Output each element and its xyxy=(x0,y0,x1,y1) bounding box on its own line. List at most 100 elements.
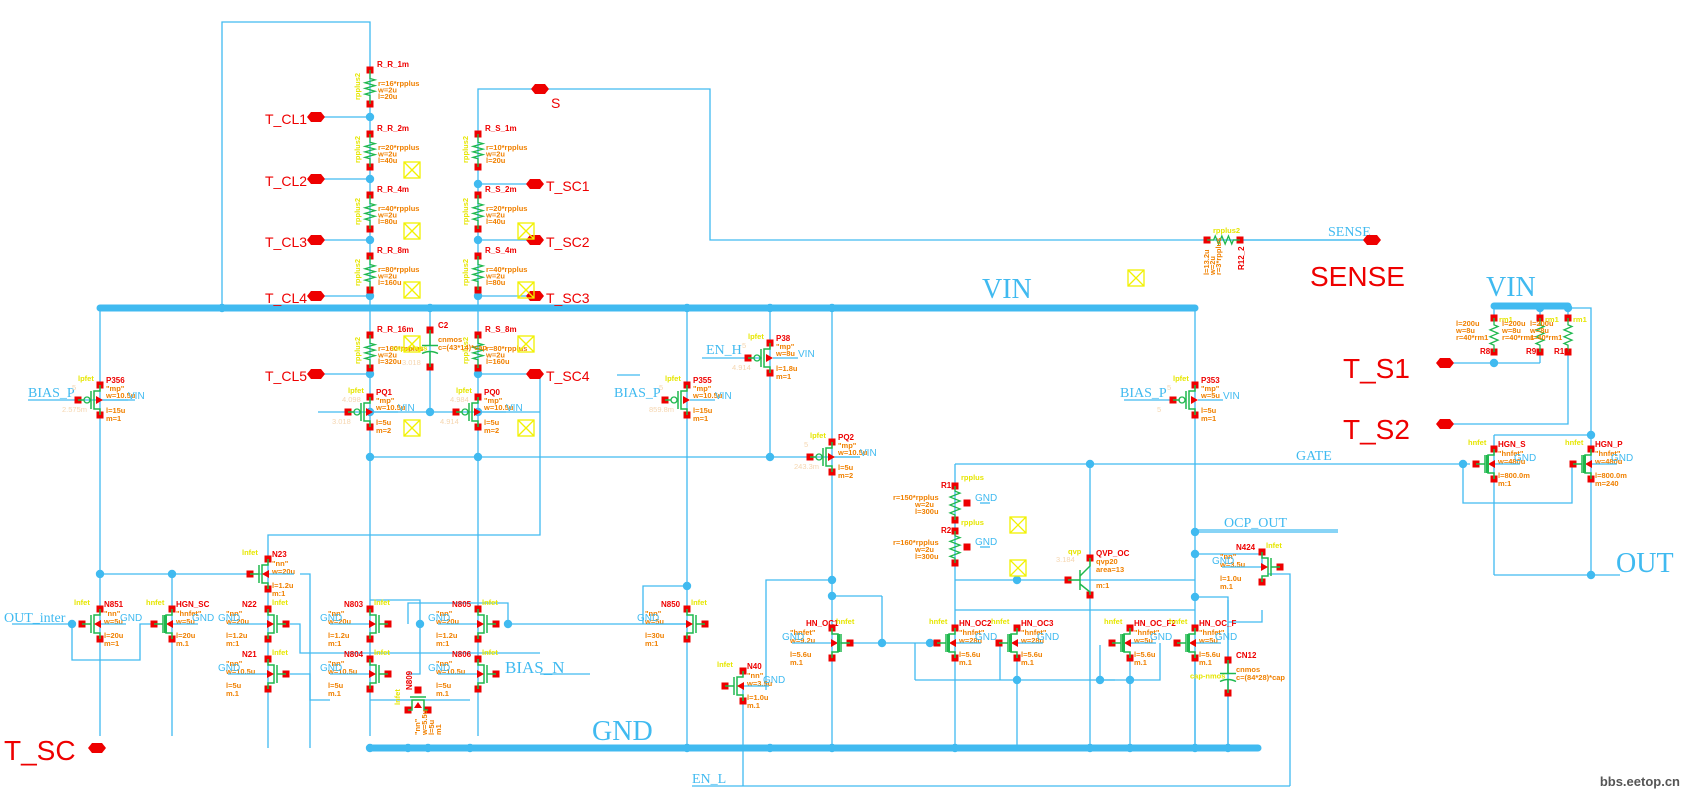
device-param: w=2u xyxy=(377,351,397,360)
pin-t-cl5[interactable]: T_CL5 xyxy=(265,368,325,384)
bulk-net-label: VIN xyxy=(1223,391,1240,402)
device-name: HGN_SC xyxy=(176,600,210,609)
device-name: N21 xyxy=(242,650,257,659)
pin-label-t-sc3: T_SC3 xyxy=(546,290,590,306)
pin-t-s2[interactable]: T_S2 xyxy=(1343,414,1454,445)
device-name: N22 xyxy=(242,600,257,609)
device-param: "mp" xyxy=(376,396,395,405)
pin-t-cl3[interactable]: T_CL3 xyxy=(265,234,325,250)
device-model: lnfet xyxy=(482,598,498,607)
device-param: l=160u xyxy=(486,357,510,366)
pin-t-sc2[interactable]: T_SC2 xyxy=(526,234,590,250)
device-model: hnfet xyxy=(1104,617,1123,626)
pin-t-sc[interactable]: T_SC xyxy=(4,735,106,766)
pin-t-sc1[interactable]: T_SC1 xyxy=(526,178,590,194)
junction-dot xyxy=(1563,303,1573,313)
device-param: w=8u xyxy=(775,349,795,358)
junction-dot xyxy=(473,179,483,189)
device-name: N424 xyxy=(1236,543,1256,552)
pin-t-sc3[interactable]: T_SC3 xyxy=(526,290,590,306)
pin-connector-icon xyxy=(307,291,325,301)
device-param: l=20u xyxy=(486,156,506,165)
pin-t-cl4[interactable]: T_CL4 xyxy=(265,290,325,306)
node-voltage: 4.984 xyxy=(450,395,469,404)
device-param: w=2u xyxy=(377,211,397,220)
device-param: l=200u xyxy=(1502,319,1526,328)
net-label-out: OUT xyxy=(1616,548,1674,579)
junction-dot xyxy=(1489,358,1499,368)
device-name: N804 xyxy=(344,650,364,659)
device-model: hnfet xyxy=(1468,438,1487,447)
junction-dot xyxy=(950,743,960,753)
device-param: r=3*rpplus xyxy=(1214,238,1223,275)
device-param: w=480u xyxy=(1497,457,1526,466)
resistor-symbol-icon xyxy=(362,256,378,290)
device-param: l=1.2u xyxy=(436,631,458,640)
pin-s[interactable]: S xyxy=(531,84,560,111)
device-name: R8 xyxy=(1480,347,1491,356)
device-param: w=3.5u xyxy=(746,679,773,688)
pin-t-s1[interactable]: T_S1 xyxy=(1343,353,1454,384)
pin-sense[interactable]: SENSE xyxy=(1310,235,1405,292)
device-param: "nn" xyxy=(272,559,289,568)
device-param: w=20u xyxy=(271,567,296,576)
pin-t-sc4[interactable]: T_SC4 xyxy=(526,368,590,384)
device-param: l=800.0m xyxy=(1498,471,1530,480)
device-param: m.1 xyxy=(959,658,972,667)
pin-connector-icon xyxy=(1436,419,1454,429)
pin-t-cl2[interactable]: T_CL2 xyxy=(265,173,325,189)
pin-t-cl1[interactable]: T_CL1 xyxy=(265,111,325,127)
device-param: "nn" xyxy=(436,659,453,668)
pin-label-t-s1: T_S1 xyxy=(1343,353,1410,384)
resistor-symbol-icon xyxy=(1207,234,1240,246)
device-param: l=30u xyxy=(645,631,665,640)
